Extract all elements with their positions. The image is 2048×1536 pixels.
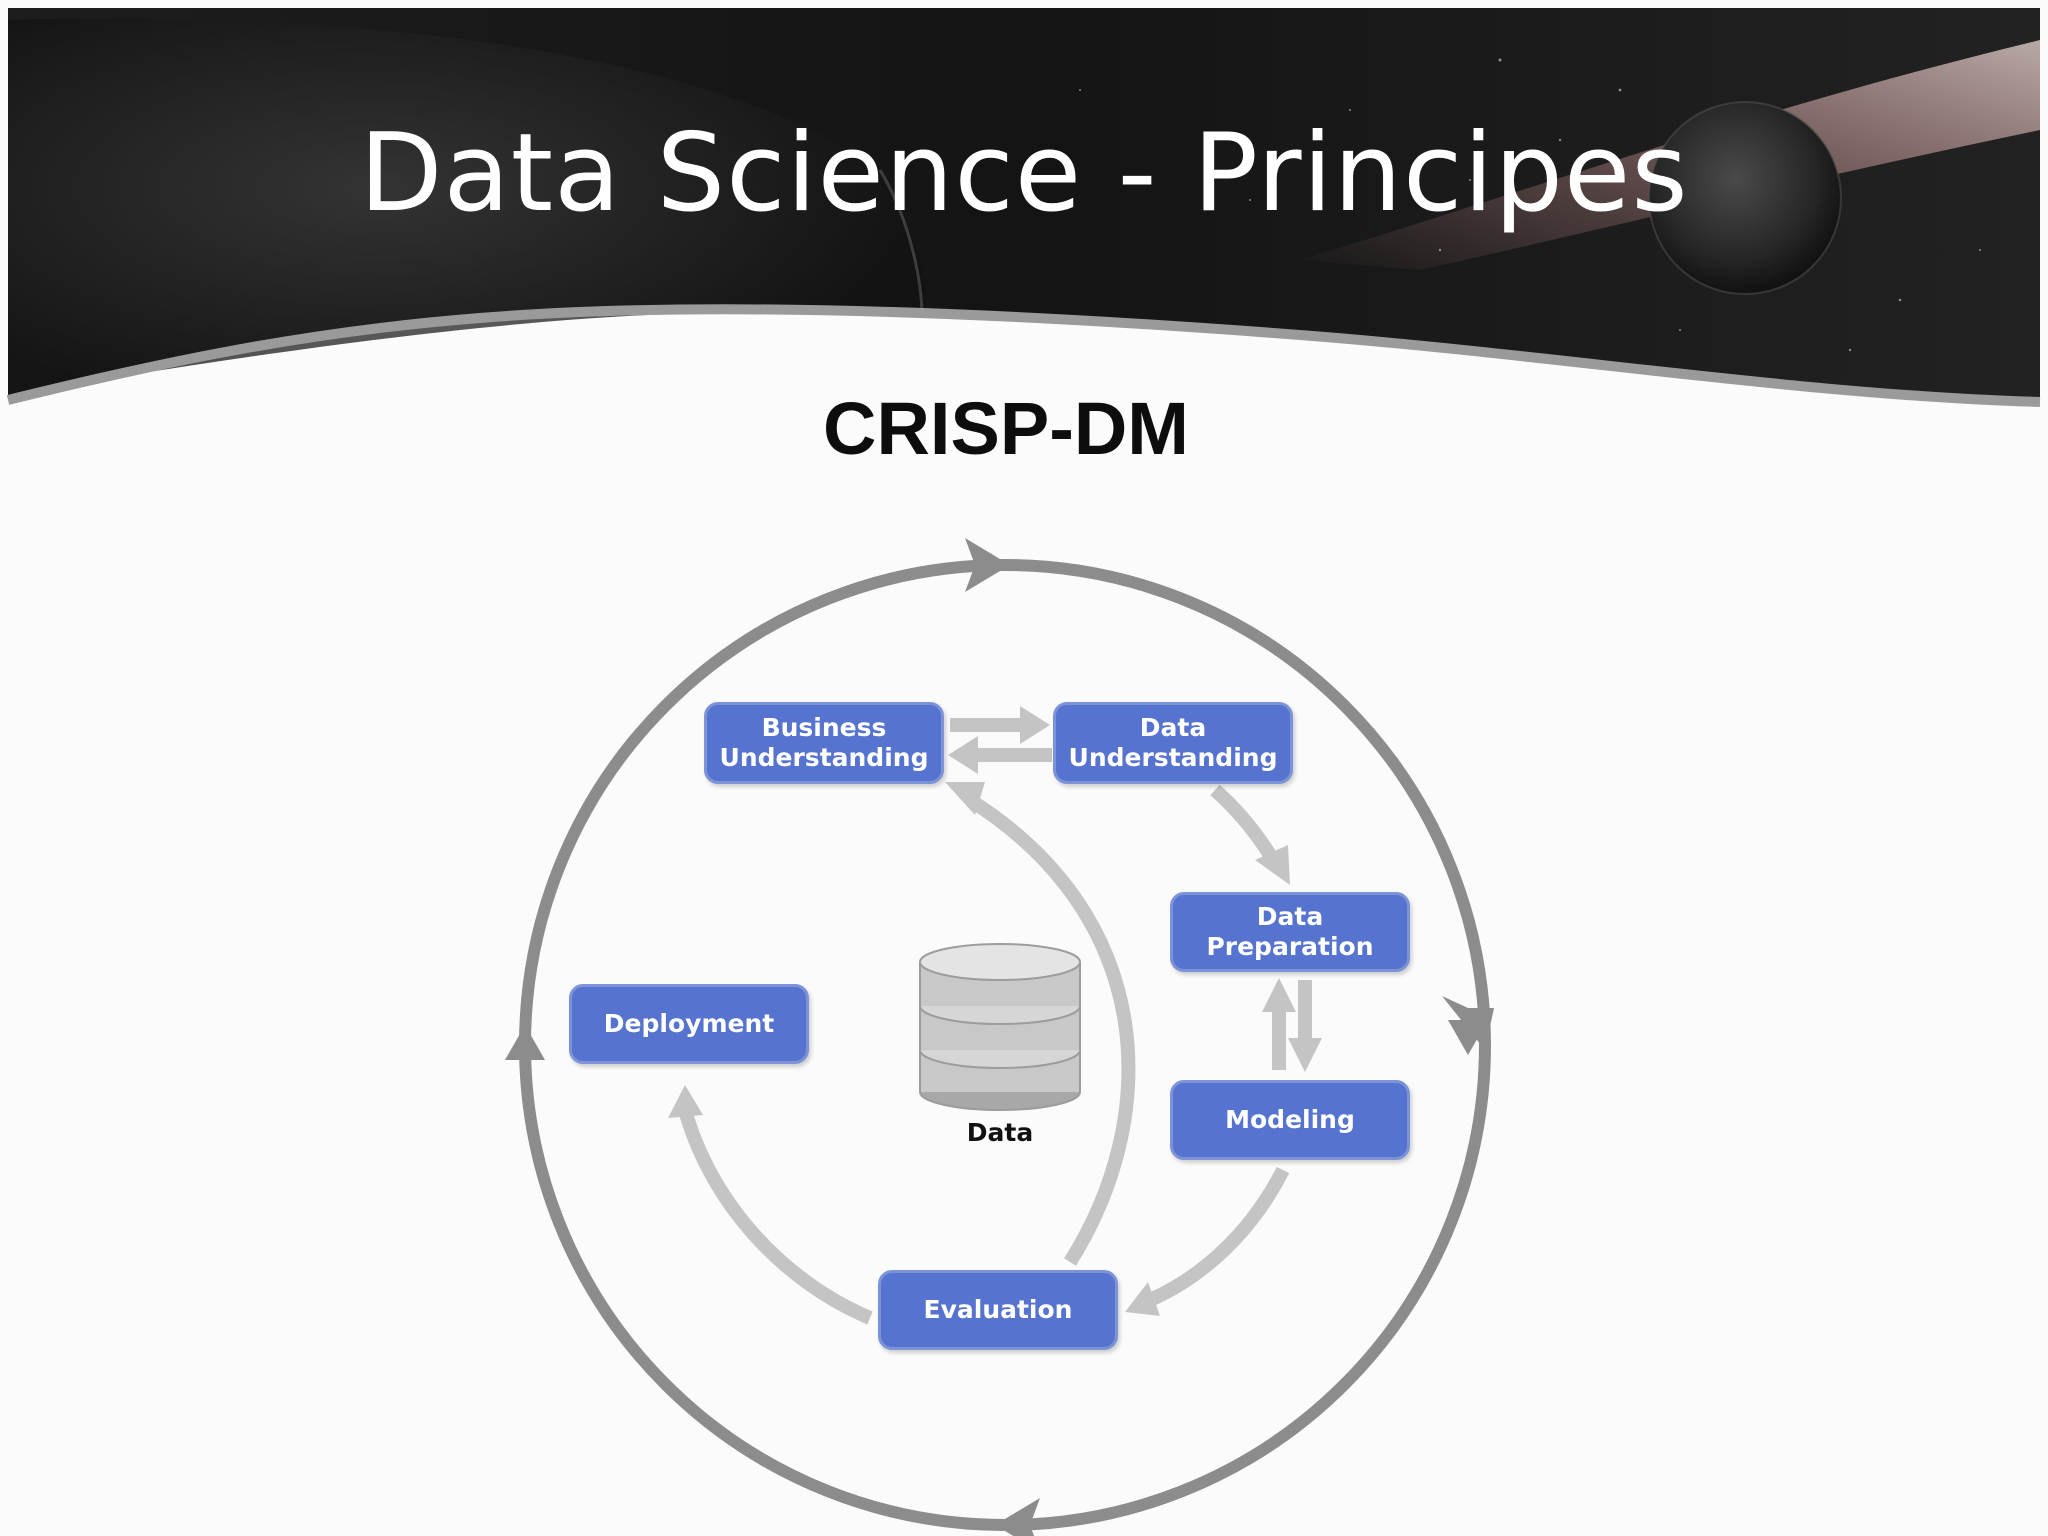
phase-deployment-label: Deployment — [603, 1009, 775, 1038]
data-store-label: Data — [966, 1118, 1034, 1147]
arrow-mod-to-prep — [1262, 978, 1296, 1012]
phase-evaluation-label: Evaluation — [923, 1295, 1073, 1324]
arrow-prep-to-mod — [1288, 1038, 1322, 1072]
slide-subtitle: CRISP-DM — [823, 387, 1189, 470]
header-banner — [6, 8, 2041, 430]
phase-business-understanding-line1: Business — [761, 713, 887, 742]
phase-business-understanding-line2: Understanding — [719, 743, 929, 772]
phase-data-preparation-line2: Preparation — [1206, 932, 1374, 961]
arrow-du-to-bu — [948, 736, 978, 774]
outer-arrowhead-bottom — [995, 1498, 1040, 1536]
arrow-du-to-prep-head — [1255, 845, 1290, 885]
phase-deployment: Deployment — [569, 984, 809, 1064]
arrow-bu-to-du — [1020, 706, 1050, 744]
arrow-mod-to-eval-head — [1125, 1282, 1160, 1316]
phase-evaluation: Evaluation — [878, 1270, 1118, 1350]
outer-arrowhead-top — [965, 538, 1010, 592]
arrow-eval-to-bu-head — [945, 782, 985, 815]
phase-data-understanding-line1: Data — [1139, 713, 1207, 742]
phase-data-preparation-line1: Data — [1256, 902, 1324, 931]
phase-business-understanding: Business Understanding — [704, 702, 944, 784]
arrow-eval-to-dep-head — [668, 1085, 703, 1118]
phase-data-understanding-line2: Understanding — [1068, 743, 1278, 772]
phase-modeling-label: Modeling — [1225, 1105, 1355, 1134]
database-icon — [919, 943, 1081, 1111]
phase-modeling: Modeling — [1170, 1080, 1410, 1160]
phase-data-understanding: Data Understanding — [1053, 702, 1293, 784]
phase-data-preparation: Data Preparation — [1170, 892, 1410, 972]
slide-title: Data Science - Principes — [359, 111, 1689, 236]
